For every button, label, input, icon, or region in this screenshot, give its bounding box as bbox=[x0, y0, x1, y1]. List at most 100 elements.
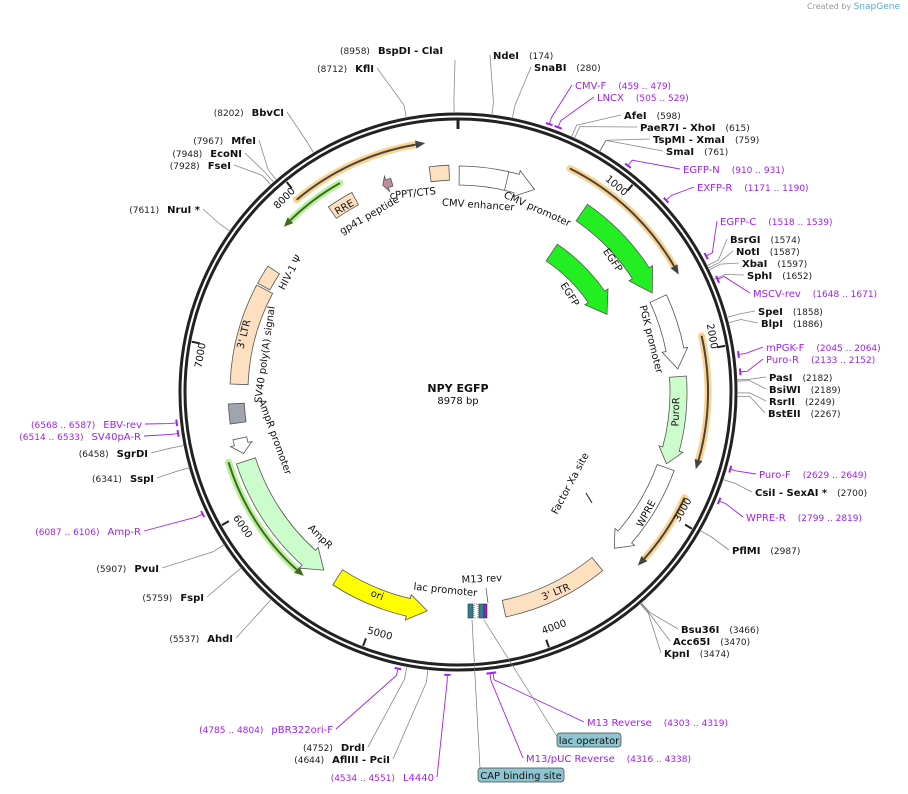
enzyme-site-ahdi[interactable]: (5537)AhdI bbox=[169, 634, 233, 645]
cmv-enhancer-promoter-feature[interactable] bbox=[458, 165, 536, 198]
enzyme-site-pasi[interactable]: PasI(2182) bbox=[769, 373, 832, 384]
ampr-feature[interactable] bbox=[235, 457, 325, 571]
primer-mark[interactable] bbox=[486, 671, 494, 675]
enzyme-site-noti[interactable]: NotI(1587) bbox=[736, 247, 800, 258]
sv40-polya-feature[interactable] bbox=[227, 402, 247, 425]
primer-cmv-f[interactable]: CMV-F(459 .. 479) bbox=[575, 81, 671, 92]
enzyme-site-xbai[interactable]: XbaI(1597) bbox=[742, 259, 807, 270]
primer-mark[interactable] bbox=[728, 465, 733, 473]
enzyme-site-bsiwi[interactable]: BsiWI(2189) bbox=[769, 385, 841, 396]
enzyme-site-fspi[interactable]: (5759)FspI bbox=[142, 593, 204, 604]
pgk-promoter-feature[interactable] bbox=[649, 294, 689, 370]
primer-lncx[interactable]: LNCX(505 .. 529) bbox=[597, 93, 689, 104]
primer-amp-r[interactable]: (6087 .. 6106)Amp-R bbox=[35, 527, 141, 538]
enzyme-site-snabi[interactable]: SnaBI(280) bbox=[534, 63, 601, 74]
enzyme-site-csii[interactable]: CsiI - SexAI *(2700) bbox=[755, 488, 867, 499]
gp41-peptide-feature[interactable] bbox=[382, 174, 394, 193]
orf-arc-ampr-green[interactable] bbox=[227, 461, 298, 571]
primer-mark[interactable] bbox=[624, 162, 632, 169]
enzyme-site-econi[interactable]: (7948)EcoNI bbox=[172, 149, 242, 160]
primer-mark[interactable] bbox=[703, 252, 709, 260]
puror-feature[interactable] bbox=[658, 375, 688, 465]
primer-m13-reverse[interactable]: M13 Reverse(4303 .. 4319) bbox=[587, 718, 728, 729]
primer-sv40pa-r[interactable]: (6514 .. 6533)SV40pA-R bbox=[19, 432, 141, 443]
cppt-cts-feature[interactable] bbox=[428, 164, 450, 183]
enzyme-position: (8958) bbox=[340, 47, 370, 57]
m13-rev-mark[interactable] bbox=[483, 603, 488, 619]
primer-mark[interactable] bbox=[394, 666, 402, 671]
tick-mark bbox=[221, 520, 230, 526]
primer-l4440[interactable]: (4534 .. 4551)L4440 bbox=[331, 773, 434, 784]
enzyme-site-smai[interactable]: SmaI(761) bbox=[666, 147, 728, 158]
primer-wpre-r[interactable]: WPRE-R(2799 .. 2819) bbox=[746, 513, 862, 524]
enzyme-site-blpi[interactable]: BlpI(1886) bbox=[761, 319, 823, 330]
enzyme-site-sphi[interactable]: SphI(1652) bbox=[747, 271, 812, 282]
enzyme-site-afliii[interactable]: (4644)AflIII - PciI bbox=[294, 755, 390, 766]
primer-ebv-rev[interactable]: (6568 .. 6587)EBV-rev bbox=[31, 420, 142, 431]
primer-mark[interactable] bbox=[737, 351, 740, 358]
enzyme-site-nrui[interactable]: (7611)NruI * bbox=[129, 205, 201, 216]
orf-arc-right-3[interactable] bbox=[643, 497, 686, 560]
lac-promoter-mark[interactable] bbox=[473, 603, 479, 619]
ampr-promoter-feature[interactable] bbox=[229, 436, 253, 454]
primer-exfp-r[interactable]: EXFP-R(1171 .. 1190) bbox=[697, 183, 809, 194]
enzyme-site-afei[interactable]: AfeI(598) bbox=[624, 111, 681, 122]
3-ltr-left-feature[interactable] bbox=[229, 284, 274, 386]
enzyme-leader-line bbox=[156, 467, 190, 479]
enzyme-site-bsrgi[interactable]: BsrGI(1574) bbox=[730, 235, 800, 246]
primer-mark[interactable] bbox=[545, 122, 553, 127]
egfp-outer-feature[interactable] bbox=[575, 203, 653, 294]
primer-mark[interactable] bbox=[663, 197, 670, 204]
orf-arc-left-green[interactable] bbox=[289, 182, 341, 221]
enzyme-site-sgrdi[interactable]: (6458)SgrDI bbox=[79, 449, 148, 460]
ori-feature[interactable] bbox=[332, 569, 428, 621]
enzyme-site-bbvci[interactable]: (8202)BbvCI bbox=[214, 108, 284, 119]
primer-mark[interactable] bbox=[554, 125, 563, 130]
primer-mpgk-f[interactable]: mPGK-F(2045 .. 2064) bbox=[766, 343, 881, 354]
enzyme-position: (6341) bbox=[92, 475, 122, 485]
enzyme-site-drdi[interactable]: (4752)DrdI bbox=[303, 743, 365, 754]
3-ltr-bottom-feature[interactable] bbox=[501, 556, 604, 618]
orf-arc-top-left[interactable] bbox=[296, 143, 416, 201]
enzyme-site-bsu36i[interactable]: Bsu36I(3466) bbox=[681, 625, 759, 636]
primer-puro-r[interactable]: Puro-R(2133 .. 2152) bbox=[766, 355, 875, 366]
wpre-feature[interactable] bbox=[613, 463, 675, 549]
enzyme-site-tspmi[interactable]: TspMI - XmaI(759) bbox=[653, 135, 759, 146]
lac-operator-mark[interactable] bbox=[478, 603, 485, 619]
enzyme-site-paer7i[interactable]: PaeR7I - XhoI(615) bbox=[640, 123, 750, 134]
enzyme-site-ndei[interactable]: NdeI(174) bbox=[493, 51, 553, 62]
enzyme-site-mfei[interactable]: (7967)MfeI bbox=[193, 136, 256, 147]
primer-mark[interactable] bbox=[175, 419, 179, 427]
enzyme-site-fsei[interactable]: (7928)FseI bbox=[170, 161, 231, 172]
primer-pbr322ori-f[interactable]: (4785 .. 4804)pBR322ori-F bbox=[199, 725, 333, 736]
orf-arc-right-1[interactable] bbox=[569, 167, 675, 267]
enzyme-name: FspI bbox=[180, 593, 204, 604]
primer-mark[interactable] bbox=[716, 497, 722, 505]
enzyme-site-pflmi[interactable]: PflMI(2987) bbox=[732, 546, 800, 557]
lac-operator-badge[interactable]: lac operator bbox=[556, 732, 622, 748]
enzyme-site-sspi[interactable]: (6341)SspI bbox=[92, 474, 154, 485]
primer-puro-f[interactable]: Puro-F(2629 .. 2649) bbox=[759, 470, 867, 481]
primer-m13-puc-reverse[interactable]: M13/pUC Reverse(4316 .. 4338) bbox=[526, 754, 691, 765]
orf-arc-right-2[interactable] bbox=[697, 335, 709, 461]
primer-mark[interactable] bbox=[176, 429, 180, 437]
cap-binding-site-mark[interactable] bbox=[467, 603, 474, 619]
enzyme-site-acc65i[interactable]: Acc65I(3470) bbox=[673, 637, 750, 648]
hiv-1-psi-feature[interactable] bbox=[257, 265, 281, 291]
rre-feature[interactable] bbox=[327, 191, 360, 219]
enzyme-site-rsrii[interactable]: RsrII(2249) bbox=[769, 397, 835, 408]
enzyme-site-pvui[interactable]: (5907)PvuI bbox=[96, 564, 159, 575]
enzyme-site-bspdi[interactable]: (8958)BspDI - ClaI bbox=[340, 46, 443, 57]
primer-egfp-n[interactable]: EGFP-N(910 .. 931) bbox=[683, 165, 785, 176]
enzyme-site-spei[interactable]: SpeI(1858) bbox=[758, 307, 823, 318]
enzyme-site-bsteii[interactable]: BstEII(2267) bbox=[768, 409, 841, 420]
primer-egfp-c[interactable]: EGFP-C(1518 .. 1539) bbox=[720, 217, 833, 228]
factor-xa-mark[interactable] bbox=[585, 492, 593, 504]
enzyme-site-kpni[interactable]: KpnI(3474) bbox=[664, 649, 730, 660]
enzyme-site-kfli[interactable]: (8712)KflI bbox=[317, 64, 374, 75]
primer-mscv-rev[interactable]: MSCV-rev(1648 .. 1671) bbox=[753, 289, 877, 300]
primer-mark[interactable] bbox=[200, 510, 206, 518]
cap-binding-site-badge[interactable]: CAP binding site bbox=[477, 767, 565, 783]
egfp-inner-feature[interactable] bbox=[545, 243, 609, 316]
primer-mark[interactable] bbox=[715, 275, 721, 284]
